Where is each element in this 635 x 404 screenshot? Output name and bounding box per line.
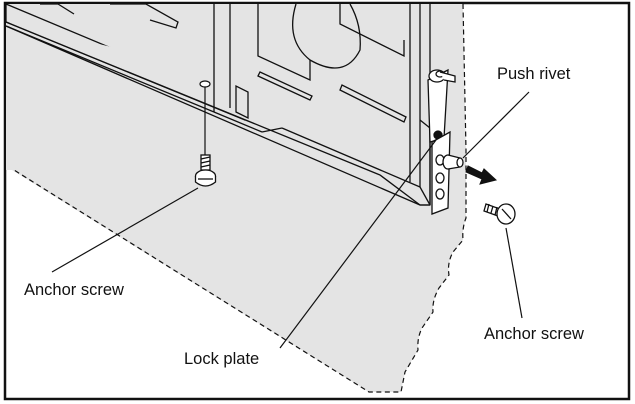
floor-surface	[6, 4, 466, 392]
label-anchor-screw-left: Anchor screw	[24, 281, 124, 299]
leader-push-rivet	[462, 91, 530, 159]
pull-arrow-icon	[465, 165, 498, 185]
leader-lines	[51, 91, 530, 349]
anchor-screw-right-icon	[483, 203, 516, 225]
leader-anchor-screw-right	[505, 227, 523, 319]
push-rivet-icon	[442, 154, 464, 170]
label-anchor-screw-right: Anchor screw	[484, 325, 584, 343]
lock-plate-icon	[427, 68, 456, 215]
leader-anchor-screw-left	[51, 187, 199, 273]
label-lock-plate: Lock plate	[184, 350, 259, 368]
screw-hole-left	[199, 80, 211, 88]
label-push-rivet: Push rivet	[497, 65, 571, 83]
anchor-screw-left-icon	[194, 154, 217, 187]
floor-dashed-outline	[13, 3, 467, 393]
panel-slots	[40, 3, 407, 123]
leader-lock-plate	[279, 139, 437, 349]
